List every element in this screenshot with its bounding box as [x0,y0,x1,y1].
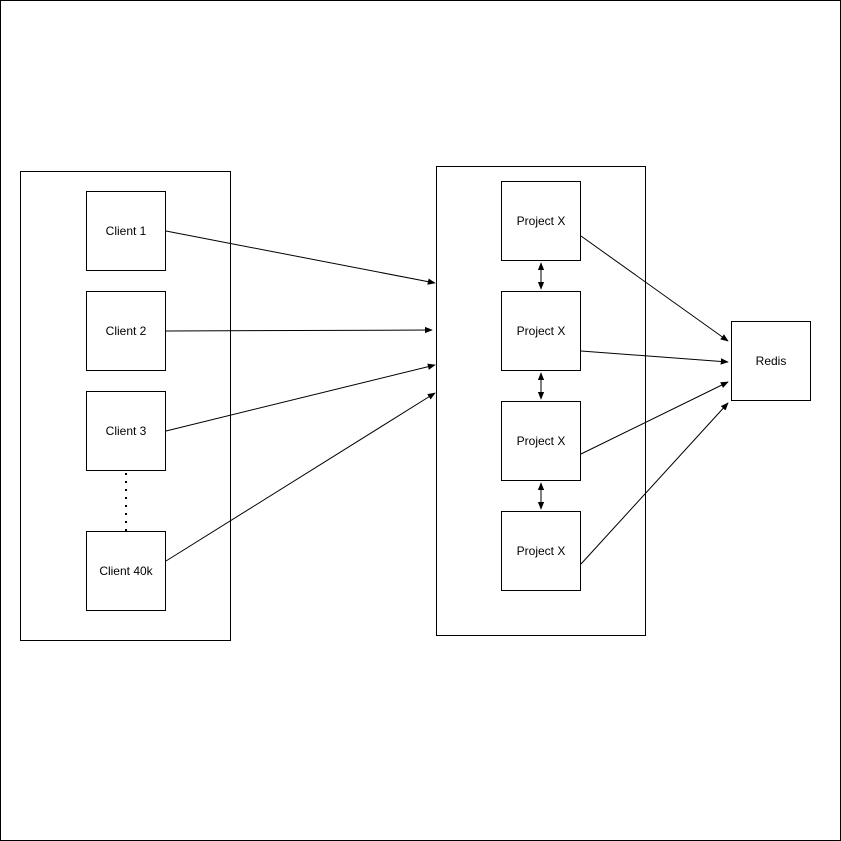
edge-client1-to-cluster [165,230,436,285]
client-node-2[interactable]: Client 2 [86,291,166,371]
client-node-label: Client 1 [105,224,147,238]
edge-client40k-to-cluster [165,392,436,562]
server-node-label: Project X [516,544,566,558]
redis-node[interactable]: Redis [731,321,811,401]
edge-client3-to-cluster [165,363,436,432]
client-node-3[interactable]: Client 3 [86,391,166,471]
clients-group [20,171,231,641]
server-node-label: Project X [516,434,566,448]
server-node-3[interactable]: Project X [501,401,581,481]
edge-server4-to-redis [580,402,729,565]
server-node-2[interactable]: Project X [501,291,581,371]
server-node-4[interactable]: Project X [501,511,581,591]
redis-node-label: Redis [755,354,787,368]
client-node-label: Client 40k [99,564,153,578]
edge-server3-to-redis [580,381,729,455]
client-node-label: Client 3 [105,424,147,438]
server-node-1[interactable]: Project X [501,181,581,261]
server-node-label: Project X [516,324,566,338]
client-node-1[interactable]: Client 1 [86,191,166,271]
client-node-label: Client 2 [105,324,147,338]
edge-server1-to-redis [580,235,729,342]
edge-client2-to-cluster [165,326,433,334]
edge-server2-to-redis [580,350,729,365]
server-cluster-group [436,166,646,636]
server-node-label: Project X [516,214,566,228]
client-node-40k[interactable]: Client 40k [86,531,166,611]
